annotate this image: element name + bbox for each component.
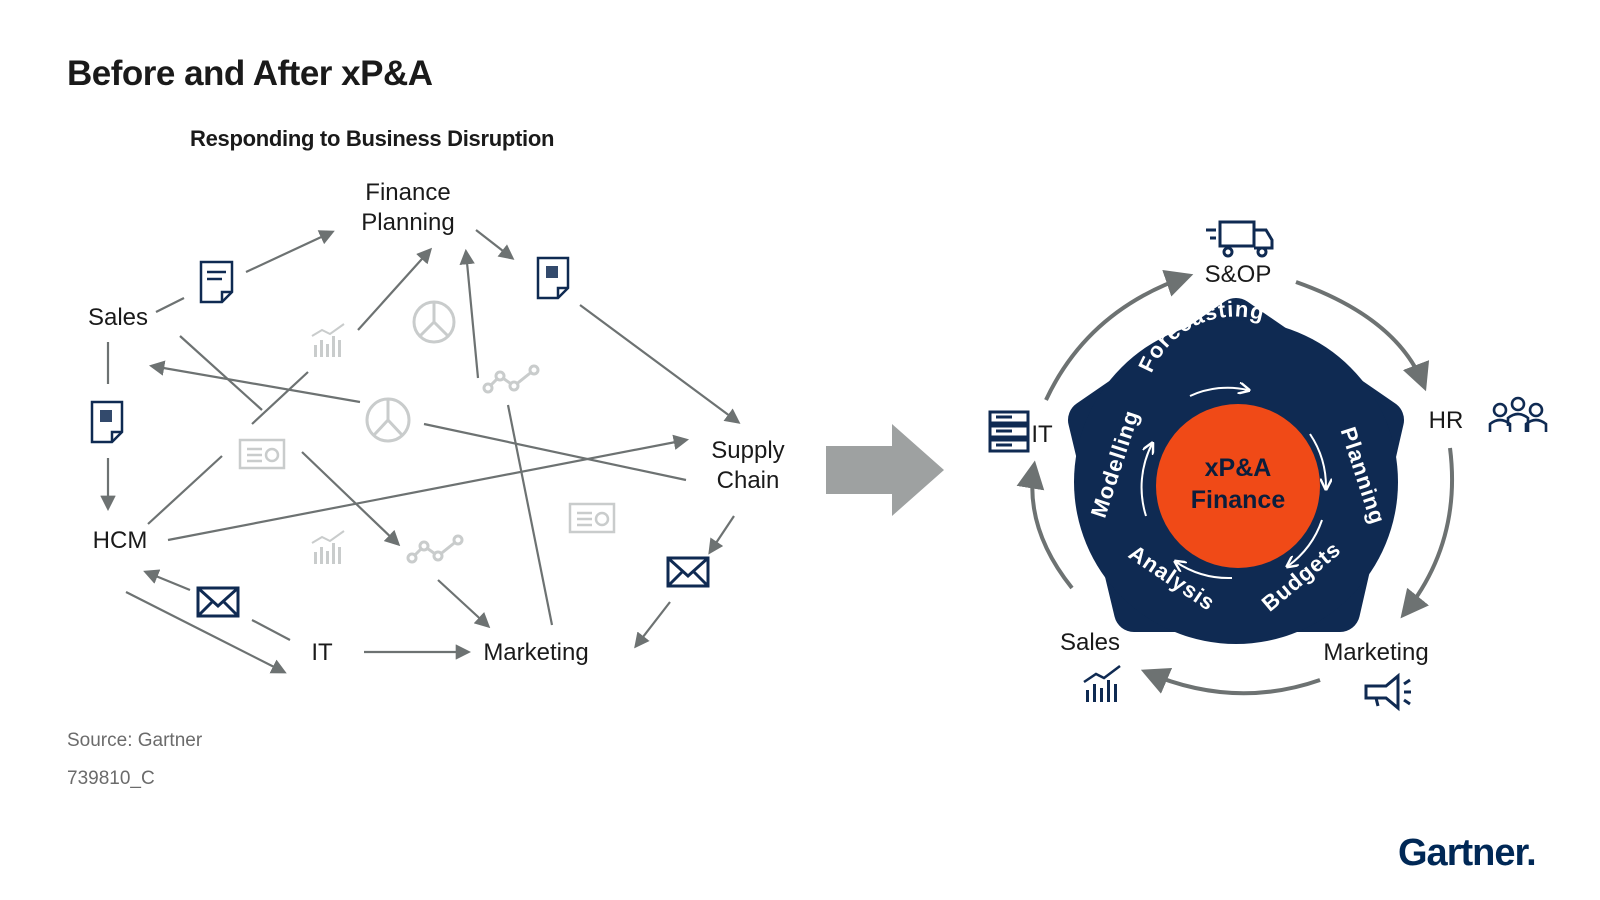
node-marketing: Marketing xyxy=(483,639,588,666)
node-hcm: HCM xyxy=(93,527,148,554)
faded-bar-chart-icon xyxy=(311,530,345,564)
after-node-sales: Sales xyxy=(1060,629,1120,656)
node-finance-planning-line2: Planning xyxy=(361,209,454,236)
after-node-sop: S&OP xyxy=(1205,261,1272,288)
bar-chart-icon xyxy=(1083,665,1121,702)
faded-bar-chart-icon xyxy=(311,323,345,357)
document-id: 739810_C xyxy=(67,768,155,789)
transition-arrow xyxy=(826,424,944,516)
node-it: IT xyxy=(311,639,333,666)
megaphone-icon xyxy=(1364,672,1411,712)
faded-report-icon xyxy=(568,502,616,534)
truck-icon xyxy=(1206,220,1274,258)
faded-line-chart-icon xyxy=(482,364,540,394)
diagram-subtitle: Responding to Business Disruption xyxy=(190,126,555,151)
after-node-hr: HR xyxy=(1429,407,1464,434)
after-node-marketing: Marketing xyxy=(1323,639,1428,666)
server-icon xyxy=(988,410,1030,453)
envelope-icon xyxy=(196,586,240,618)
faded-pie-chart-icon xyxy=(412,300,456,344)
gartner-logo: Gartner. xyxy=(1398,832,1537,874)
after-node-it: IT xyxy=(1031,421,1053,448)
before-connections xyxy=(100,229,741,674)
page-title: Before and After xP&A xyxy=(67,54,433,93)
faded-report-icon xyxy=(238,438,286,470)
source-note: Source: Gartner xyxy=(67,730,203,751)
node-sales: Sales xyxy=(88,304,148,331)
envelope-icon xyxy=(666,556,710,588)
document-icon xyxy=(199,260,234,304)
people-icon xyxy=(1488,396,1548,432)
core-label-line1: xP&A xyxy=(1205,454,1272,482)
node-finance-planning-line1: Finance xyxy=(365,179,450,206)
faded-line-chart-icon xyxy=(406,534,464,564)
inner-cycle-arrows xyxy=(1140,388,1326,580)
xpa-finance-core xyxy=(1156,404,1320,568)
after-cycle-arrows xyxy=(1016,269,1454,696)
core-label-line2: Finance xyxy=(1191,486,1286,514)
node-supply-chain-line2: Chain xyxy=(717,467,780,494)
spreadsheet-icon xyxy=(90,400,124,444)
faded-pie-chart-icon xyxy=(365,397,411,443)
spreadsheet-icon xyxy=(536,256,570,300)
node-supply-chain-line1: Supply xyxy=(711,437,784,464)
